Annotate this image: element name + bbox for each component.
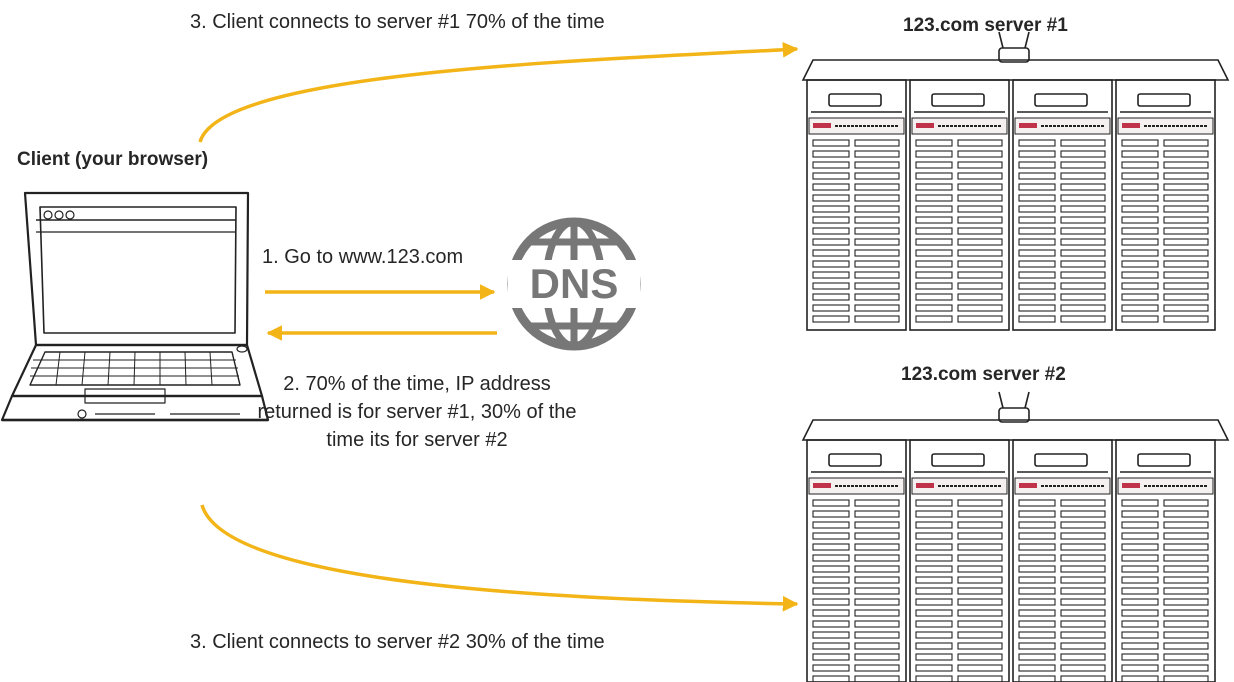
laptop-icon xyxy=(0,191,270,422)
server2-label: 123.com server #2 xyxy=(901,364,1066,385)
server-rack-icon xyxy=(801,31,1230,331)
step2-label: 2. 70% of the time, IP address returned … xyxy=(257,373,577,451)
dns-label: DNS xyxy=(530,260,619,307)
client-label: Client (your browser) xyxy=(17,149,209,170)
step1-label: 1. Go to www.123.com xyxy=(262,246,464,268)
connect-server2-arrow xyxy=(200,504,799,612)
globe-dns-icon xyxy=(507,217,641,351)
connect-server1-arrow xyxy=(198,41,799,143)
step3-server1-label: 3. Client connects to server #1 70% of t… xyxy=(190,11,605,33)
server1-label: 123.com server #1 xyxy=(903,15,1068,36)
server-rack-icon xyxy=(801,391,1230,682)
step3-server2-label: 3. Client connects to server #2 30% of t… xyxy=(190,631,605,653)
